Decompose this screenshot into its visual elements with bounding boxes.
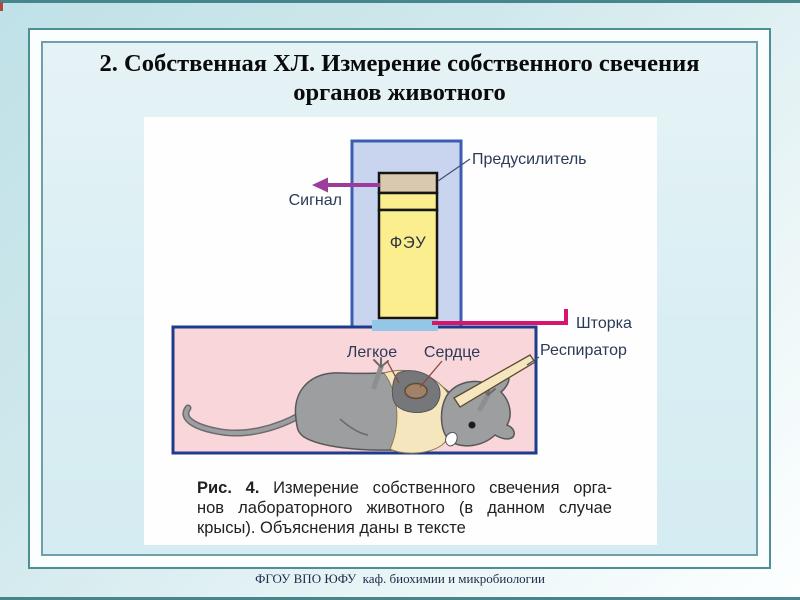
slide-bottom-edge <box>0 597 800 600</box>
respirator-pointer-line <box>526 356 540 366</box>
caption-line-1: Рис. 4. Измерение собственного свечения … <box>197 478 612 498</box>
rat-tail-fill <box>184 406 304 435</box>
caption-line-1-text: Измерение собственного свечения орга- <box>259 479 612 497</box>
figure-panel: ФЭУ Предусилитель Сигнал Шторка Респират… <box>144 117 657 545</box>
heart-label: Сердце <box>424 344 480 361</box>
rat-forepaw <box>371 364 384 390</box>
rat-hindpaw <box>477 392 491 412</box>
slide-title: 2. Собственная ХЛ. Измерение собственног… <box>99 50 700 106</box>
signal-arrowhead <box>312 177 328 193</box>
measurement-diagram: ФЭУ Предусилитель Сигнал Шторка Респират… <box>171 139 632 455</box>
shutter-pointer-line <box>432 309 568 325</box>
rat-body-fold <box>339 418 369 436</box>
lung-pointer-line <box>386 360 400 384</box>
pmt-tube-box <box>377 208 439 320</box>
heart-pointer-line <box>419 360 443 388</box>
rat-eye <box>468 421 476 429</box>
pmt-label: ФЭУ <box>390 234 426 252</box>
pmt-window <box>377 191 439 212</box>
figure-caption: Рис. 4. Измерение собственного свечения … <box>197 478 612 538</box>
rat-heart <box>404 382 428 400</box>
caption-figure-number: Рис. 4. <box>197 479 260 497</box>
slide-footer: ФГОУ ВПО ЮФУ каф. биохимии и микробиолог… <box>255 571 545 586</box>
caption-line-2: нов лабораторного животного (в данном сл… <box>197 499 612 517</box>
shutter-label: Шторка <box>576 315 632 332</box>
lung-label: Легкое <box>347 344 397 361</box>
respirator-tube <box>453 354 536 408</box>
shutter-glass <box>372 320 438 331</box>
respirator-label: Респиратор <box>540 342 627 359</box>
preamplifier-pointer-line <box>437 158 471 182</box>
slide-top-edge <box>0 0 800 3</box>
corner-mark <box>0 2 3 11</box>
preamplifier-label: Предусилитель <box>472 151 587 168</box>
rat-ear <box>445 431 458 447</box>
caption-line-3: крысы). Объяснения даны в тексте <box>197 519 466 537</box>
signal-label: Сигнал <box>289 192 342 209</box>
preamplifier-box <box>377 171 439 195</box>
